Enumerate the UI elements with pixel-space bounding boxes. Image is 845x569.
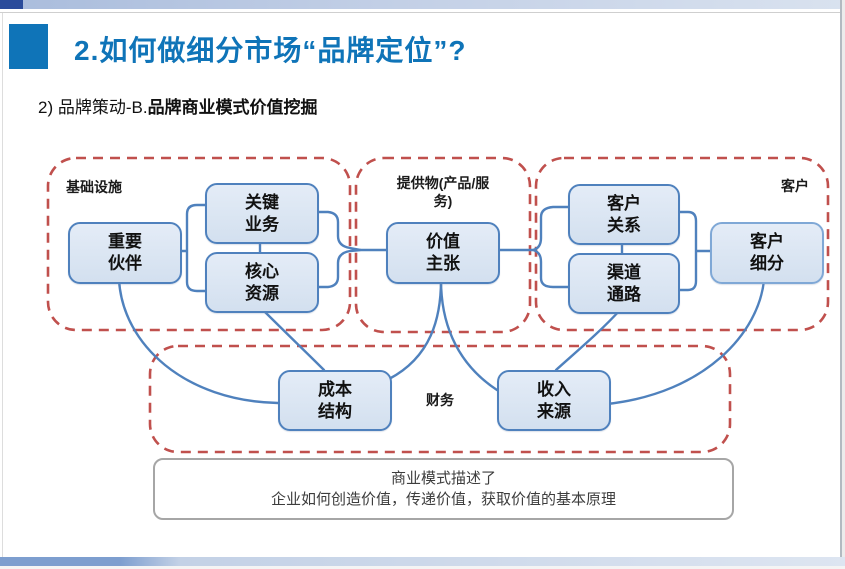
title-bullet-square	[9, 24, 48, 69]
right-edge-strip	[842, 0, 845, 569]
note-line-1: 商业模式描述了	[390, 470, 496, 487]
infrastructure-group-frame	[46, 156, 352, 332]
curve-value-to-cost	[387, 278, 443, 381]
curve-resources-to-cost	[260, 307, 326, 372]
connector-partners-to-activities-resources	[176, 203, 207, 293]
page-title: 2.如何做细分市场“品牌定位”?	[74, 35, 467, 66]
left-edge-line	[2, 13, 3, 558]
right-edge-line	[840, 0, 842, 569]
group-label-infrastructure: 基础设施	[66, 179, 122, 195]
subtitle: 2) 品牌策动-B.品牌商业模式价值挖掘	[38, 93, 318, 118]
node-value-proposition: 价值 主张	[386, 222, 500, 284]
connector-activities-resources-to-value	[313, 210, 388, 289]
node-channels: 渠道 通路	[568, 253, 680, 314]
node-customer-segments: 客户 细分	[710, 222, 824, 284]
top-decoration-band	[0, 0, 845, 9]
group-label-finance: 财务	[426, 392, 454, 408]
group-label-offering: 提供物(产品/服 务)	[396, 175, 490, 209]
curve-partners-to-cost	[117, 278, 280, 405]
finance-group-frame	[148, 344, 732, 454]
curve-segments-to-revenue	[605, 278, 766, 406]
node-core-resources: 核心 资源	[205, 252, 319, 313]
note-line-2: 企业如何创造价值，传递价值，获取价值的基本原理	[270, 491, 616, 508]
subtitle-emphasis: 品牌商业模式价值挖掘	[147, 98, 318, 117]
top-divider-line	[0, 12, 845, 13]
subtitle-prefix: 2) 品牌策动-B.	[38, 98, 148, 117]
curve-value-to-revenue	[439, 278, 499, 392]
bottom-decoration-band	[0, 557, 845, 566]
curve-channels-to-revenue	[554, 308, 622, 372]
group-label-customer: 客户	[781, 178, 809, 194]
node-cost-structure: 成本 结构	[278, 370, 392, 431]
node-customer-relations: 客户 关系	[568, 184, 680, 245]
connector-value-to-relations-channels	[494, 205, 570, 289]
node-revenue-streams: 收入 来源	[497, 370, 611, 431]
definition-note-box: 商业模式描述了 企业如何创造价值，传递价值，获取价值的基本原理	[153, 458, 734, 520]
top-band-left-block	[0, 0, 23, 9]
node-key-activities: 关键 业务	[205, 183, 319, 244]
bottom-edge-strip	[0, 566, 845, 569]
connector-relations-channels-to-segments	[674, 210, 712, 292]
node-key-partners: 重要 伙伴	[68, 222, 182, 284]
offering-group-frame	[354, 156, 532, 334]
